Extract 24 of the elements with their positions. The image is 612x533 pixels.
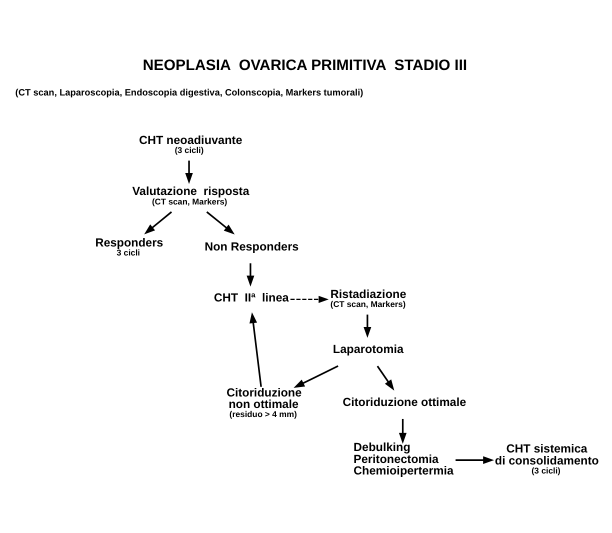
node-text: Debulking Peritonectomia Chemioipertermia [354,440,454,478]
arrow [456,456,494,464]
node-text: Laparotomia [332,342,404,356]
node-text: Ristadiazione (CT scan, Markers) [330,287,406,308]
arrow [249,312,262,386]
arrow [246,262,254,286]
node-text: Citoriduzione ottimale [342,396,466,409]
node-text: Non Responders [204,240,299,253]
node-text: Valutazione risposta (CT scan, Markers) [132,184,250,206]
arrow [185,160,193,184]
arrow [376,365,394,390]
arrow [364,314,372,338]
arrow [290,295,329,302]
node-text: CHT sistemica di consolidamento (3 cicli) [494,442,599,476]
node-text: CHT neoadiuvante (3 cicli) [138,133,242,154]
diagram-title: NEOPLASIA OVARICA PRIMITIVA STADIO III [142,56,468,74]
arrow [398,418,407,444]
arrow [294,364,338,388]
arrow [144,210,172,234]
node-text: Citoriduzione non ottimale (residuo > 4 mm) [226,386,302,419]
node-text: CHT IIª linea [214,291,289,304]
label: (CT scan, Laparoscopia, Endoscopia digestiva, Colonscopia, Markers tumorali) [15,87,364,98]
node-text: Responders 3 cicli [95,236,164,258]
arrow [206,210,235,234]
